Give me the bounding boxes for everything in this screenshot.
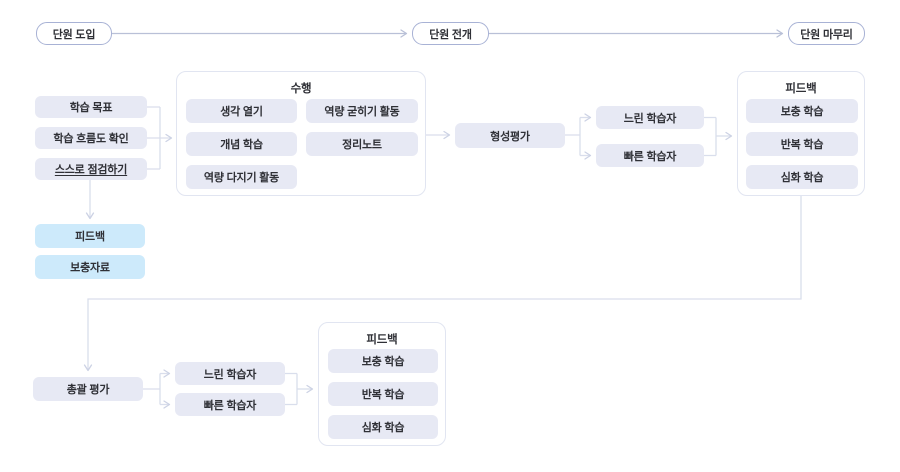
split-summative [143, 373, 161, 405]
node-open-thinking-label: 생각 열기 [220, 106, 263, 118]
node-supplementary-learning-top: 보충 학습 [746, 99, 858, 123]
node-advanced-learning-top: 심화 학습 [746, 165, 858, 189]
group-perform: 수행 생각 열기 역량 굳히기 활동 개념 학습 정리노트 역량 다지기 활동 [176, 71, 426, 196]
node-flow-check-label: 학습 흐름도 확인 [53, 133, 129, 145]
node-side-supplement-label: 보충자료 [70, 262, 110, 274]
node-learning-goal-label: 학습 목표 [69, 102, 113, 114]
node-advanced-learning-top-label: 심화 학습 [780, 172, 824, 184]
node-competency-solidify: 역량 굳히기 활동 [306, 99, 418, 123]
group-perform-title: 수행 [290, 83, 312, 95]
stage-unit-wrapup: 단원 마무리 [788, 22, 865, 45]
merge-intro-steps [147, 106, 161, 170]
node-fast-learner-mid-label: 빠른 학습자 [623, 150, 677, 163]
node-slow-learner-mid-label: 느린 학습자 [623, 112, 677, 125]
node-summative-evaluation: 총괄 평가 [33, 377, 143, 401]
node-side-feedback-label: 피드백 [75, 231, 105, 243]
node-advanced-learning-bottom-label: 심화 학습 [361, 422, 405, 434]
node-concept-learning: 개념 학습 [186, 132, 297, 156]
node-repeat-learning-top-label: 반복 학습 [780, 139, 824, 151]
stage-unit-develop: 단원 전개 [412, 22, 489, 45]
group-feedback-top: 피드백 보충 학습 반복 학습 심화 학습 [737, 71, 865, 196]
node-supplementary-learning-top-label: 보충 학습 [780, 106, 824, 118]
node-summative-evaluation-label: 총괄 평가 [66, 384, 110, 396]
node-repeat-learning-bottom: 반복 학습 [328, 382, 438, 406]
stage-unit-intro-label: 단원 도입 [52, 28, 96, 41]
node-formative-assessment-label: 형성평가 [490, 130, 530, 143]
node-formative-assessment: 형성평가 [455, 123, 565, 148]
node-supplementary-learning-bottom-label: 보충 학습 [361, 356, 405, 368]
node-concept-learning-label: 개념 학습 [220, 139, 263, 151]
node-slow-learner-bottom: 느린 학습자 [175, 362, 285, 385]
stage-unit-intro: 단원 도입 [36, 22, 112, 45]
node-slow-learner-mid: 느린 학습자 [596, 106, 704, 129]
node-flow-check: 학습 흐름도 확인 [35, 127, 147, 149]
node-summary-note-label: 정리노트 [342, 139, 382, 151]
node-competency-build-label: 역량 다지기 활동 [203, 172, 280, 184]
node-competency-build: 역량 다지기 활동 [186, 165, 297, 189]
merge-bottom-learners [285, 372, 298, 406]
split-formative [565, 117, 581, 156]
node-open-thinking: 생각 열기 [186, 99, 297, 123]
node-competency-solidify-label: 역량 굳히기 활동 [324, 106, 400, 118]
node-fast-learner-mid: 빠른 학습자 [596, 144, 704, 167]
node-advanced-learning-bottom: 심화 학습 [328, 415, 438, 439]
node-slow-learner-bottom-label: 느린 학습자 [203, 368, 257, 381]
node-self-check-label: 스스로 점검하기 [54, 164, 128, 176]
node-fast-learner-bottom: 빠른 학습자 [175, 393, 285, 416]
node-repeat-learning-top: 반복 학습 [746, 132, 858, 156]
group-feedback-bottom-title: 피드백 [366, 334, 398, 346]
merge-mid-learners [704, 116, 717, 157]
node-summary-note: 정리노트 [306, 132, 418, 156]
node-learning-goal: 학습 목표 [35, 96, 147, 118]
group-feedback-top-title: 피드백 [785, 83, 817, 95]
node-self-check-link[interactable]: 스스로 점검하기 [35, 158, 147, 180]
node-repeat-learning-bottom-label: 반복 학습 [361, 389, 405, 401]
node-side-feedback: 피드백 [35, 224, 145, 248]
node-fast-learner-bottom-label: 빠른 학습자 [203, 399, 257, 412]
node-side-supplement: 보충자료 [35, 255, 145, 279]
stage-unit-wrapup-label: 단원 마무리 [800, 28, 853, 41]
group-feedback-bottom: 피드백 보충 학습 반복 학습 심화 학습 [318, 322, 446, 446]
node-supplementary-learning-bottom: 보충 학습 [328, 349, 438, 373]
stage-unit-develop-label: 단원 전개 [429, 28, 472, 41]
